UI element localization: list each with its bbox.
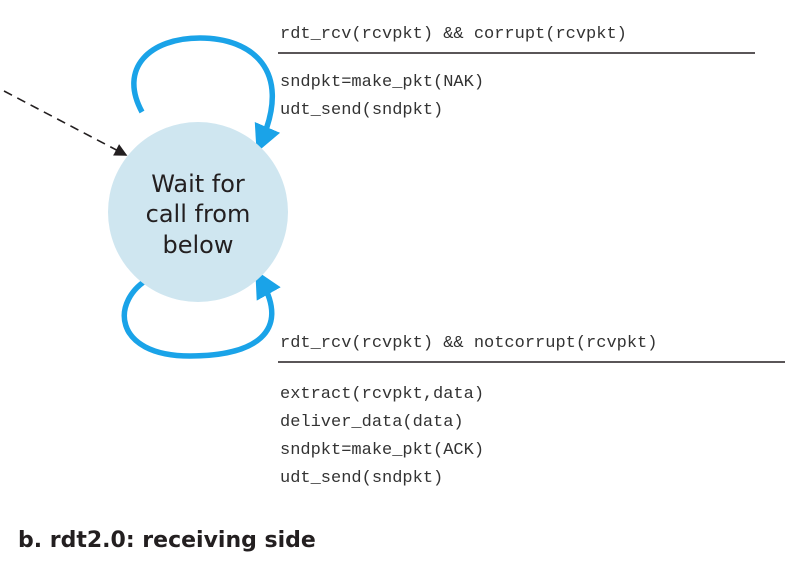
state-label-line-3: below xyxy=(163,231,234,259)
self-loop-top xyxy=(131,35,281,153)
state-label-line-2: call from xyxy=(146,200,251,228)
state-label-line-1: Wait for xyxy=(151,170,245,198)
notcorrupt-action-4: udt_send(sndpkt) xyxy=(280,469,443,488)
corrupt-event-label: rdt_rcv(rcvpkt) && corrupt(rcvpkt) xyxy=(280,25,627,44)
self-loop-bottom xyxy=(121,269,281,359)
notcorrupt-action-2: deliver_data(data) xyxy=(280,413,464,432)
notcorrupt-action-1: extract(rcvpkt,data) xyxy=(280,385,484,404)
state-circle xyxy=(108,122,288,302)
notcorrupt-event-label: rdt_rcv(rcvpkt) && notcorrupt(rcvpkt) xyxy=(280,334,657,353)
notcorrupt-action-3: sndpkt=make_pkt(ACK) xyxy=(280,441,484,460)
corrupt-action-2: udt_send(sndpkt) xyxy=(280,101,443,120)
initial-state-arrow xyxy=(3,90,128,156)
figure-caption: b. rdt2.0: receiving side xyxy=(18,528,316,553)
corrupt-action-1: sndpkt=make_pkt(NAK) xyxy=(280,73,484,92)
